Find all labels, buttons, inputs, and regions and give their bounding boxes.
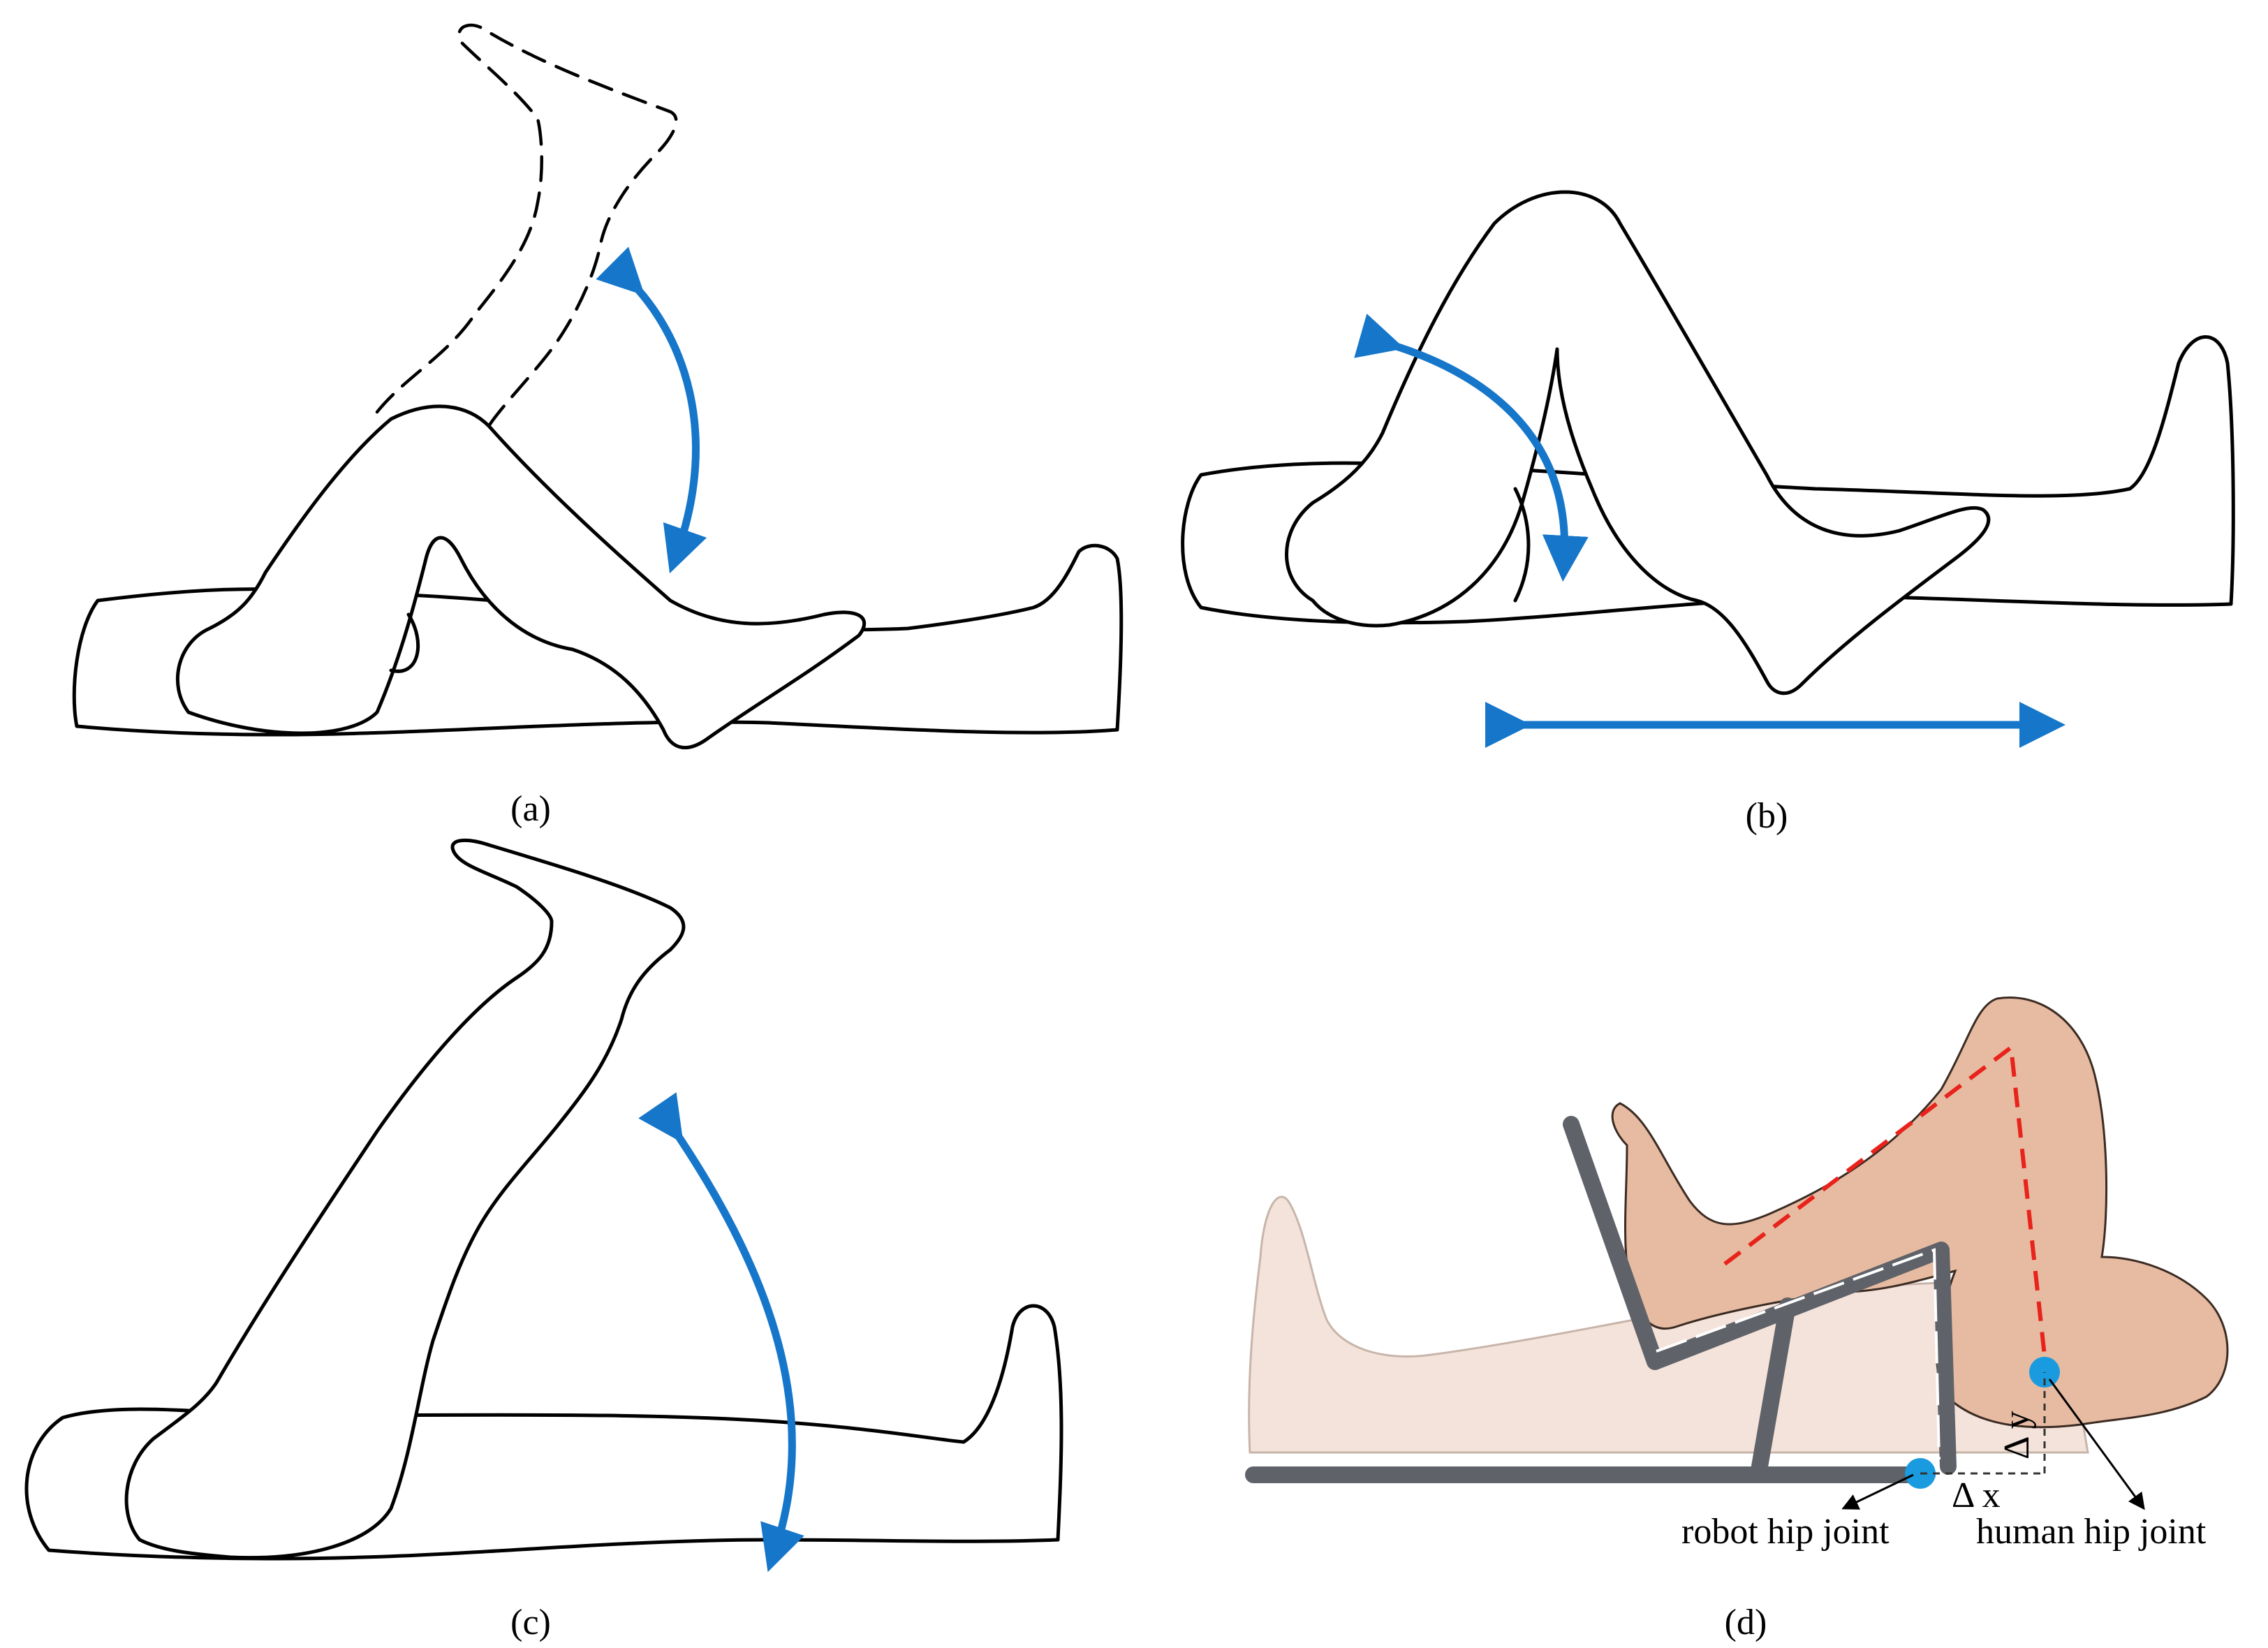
robot-joint-pointer <box>1841 1473 1914 1510</box>
hip-bump-a <box>389 612 420 673</box>
panel-d: Δ x Δ y robot hip joint human hip joint … <box>1245 996 2229 1642</box>
delta-y-label: Δ y <box>1997 1411 2037 1459</box>
motion-arrow-c <box>638 1092 804 1573</box>
caption-c: (c) <box>510 1603 551 1642</box>
motion-arrow-a <box>596 247 707 574</box>
raised-leg-c <box>124 838 686 1560</box>
panel-b: (b) <box>1181 190 2235 836</box>
bent-leg-b <box>1285 190 1991 696</box>
robot-hip-joint-label: robot hip joint <box>1681 1512 1890 1552</box>
robot-strut <box>1751 1297 1796 1475</box>
panel-c: (c) <box>24 838 1063 1642</box>
caption-b: (b) <box>1746 796 1788 836</box>
dashed-raised-leg-a <box>375 23 678 428</box>
human-hip-joint-label: human hip joint <box>1976 1512 2207 1552</box>
delta-x-label: Δ x <box>1952 1476 2001 1515</box>
motion-arrow-b-rotation <box>1354 314 1589 582</box>
panel-a: (a) <box>72 23 1124 829</box>
robot-thigh-link <box>1563 1116 1957 1475</box>
human-joint-pointer <box>2048 1378 2145 1510</box>
robot-frame-highlight <box>1656 1248 1941 1460</box>
caption-d: (d) <box>1725 1603 1767 1642</box>
caption-a: (a) <box>510 789 551 829</box>
bent-leg-a <box>176 404 867 750</box>
